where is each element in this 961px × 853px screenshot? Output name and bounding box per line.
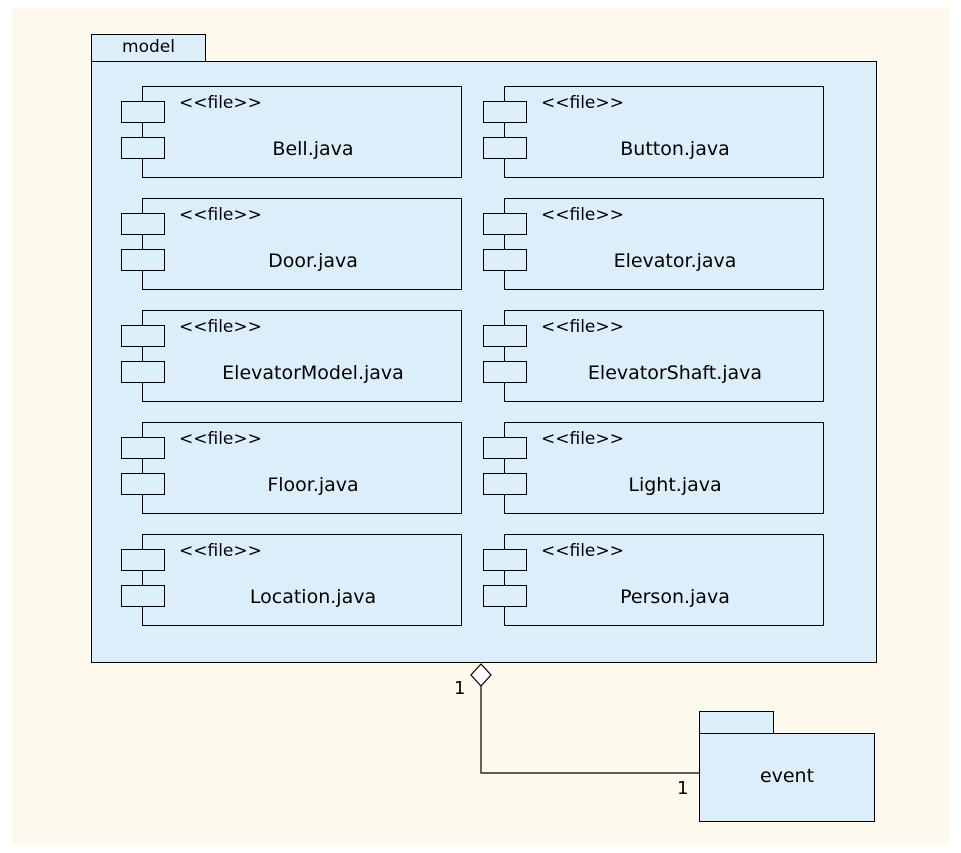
component-stereotype: <<file>>: [541, 205, 624, 225]
aggregation-diamond: [470, 663, 492, 687]
component-name: Person.java: [620, 586, 730, 608]
component-name: ElevatorShaft.java: [587, 362, 763, 384]
component-elevatormodel-java: <<file>> ElevatorModel.java: [121, 310, 462, 402]
component-light-java: <<file>> Light.java: [483, 422, 824, 514]
component-door-java: <<file>> Door.java: [121, 198, 462, 290]
component-bell-java: <<file>> Bell.java: [121, 86, 462, 178]
component-port: [483, 137, 527, 159]
association-line: [480, 686, 699, 774]
model-package-tab: model: [91, 34, 206, 62]
component-port: [121, 361, 165, 383]
component-stereotype: <<file>>: [541, 541, 624, 561]
component-port: [483, 101, 527, 123]
component-name: Location.java: [249, 586, 377, 608]
component-stereotype: <<file>>: [541, 429, 624, 449]
event-multiplicity: 1: [677, 778, 689, 799]
component-port: [483, 437, 527, 459]
component-name: Button.java: [620, 138, 730, 160]
component-stereotype: <<file>>: [179, 317, 262, 337]
component-name: Light.java: [628, 474, 722, 496]
component-name: ElevatorModel.java: [222, 362, 404, 384]
component-port: [121, 325, 165, 347]
model-package-name: model: [122, 37, 175, 57]
component-name: Elevator.java: [613, 250, 737, 272]
component-port: [483, 213, 527, 235]
component-elevator-java: <<file>> Elevator.java: [483, 198, 824, 290]
component-stereotype: <<file>>: [179, 93, 262, 113]
component-stereotype: <<file>>: [179, 429, 262, 449]
component-port: [121, 437, 165, 459]
event-package-tab: [699, 711, 774, 734]
component-port: [121, 101, 165, 123]
component-elevatorshaft-java: <<file>> ElevatorShaft.java: [483, 310, 824, 402]
component-port: [483, 361, 527, 383]
component-port: [483, 473, 527, 495]
component-person-java: <<file>> Person.java: [483, 534, 824, 626]
component-port: [121, 473, 165, 495]
component-stereotype: <<file>>: [179, 541, 262, 561]
component-port: [121, 549, 165, 571]
event-package-name: event: [759, 765, 815, 787]
component-stereotype: <<file>>: [541, 317, 624, 337]
component-location-java: <<file>> Location.java: [121, 534, 462, 626]
component-name: Floor.java: [267, 474, 359, 496]
component-port: [483, 585, 527, 607]
component-port: [121, 213, 165, 235]
component-port: [121, 585, 165, 607]
event-package: [699, 733, 875, 822]
model-multiplicity: 1: [454, 678, 466, 699]
component-stereotype: <<file>>: [179, 205, 262, 225]
component-port: [483, 549, 527, 571]
component-name: Door.java: [268, 250, 358, 272]
component-port: [483, 325, 527, 347]
component-port: [121, 249, 165, 271]
component-stereotype: <<file>>: [541, 93, 624, 113]
component-name: Bell.java: [272, 138, 354, 160]
component-port: [483, 249, 527, 271]
component-floor-java: <<file>> Floor.java: [121, 422, 462, 514]
component-button-java: <<file>> Button.java: [483, 86, 824, 178]
component-port: [121, 137, 165, 159]
